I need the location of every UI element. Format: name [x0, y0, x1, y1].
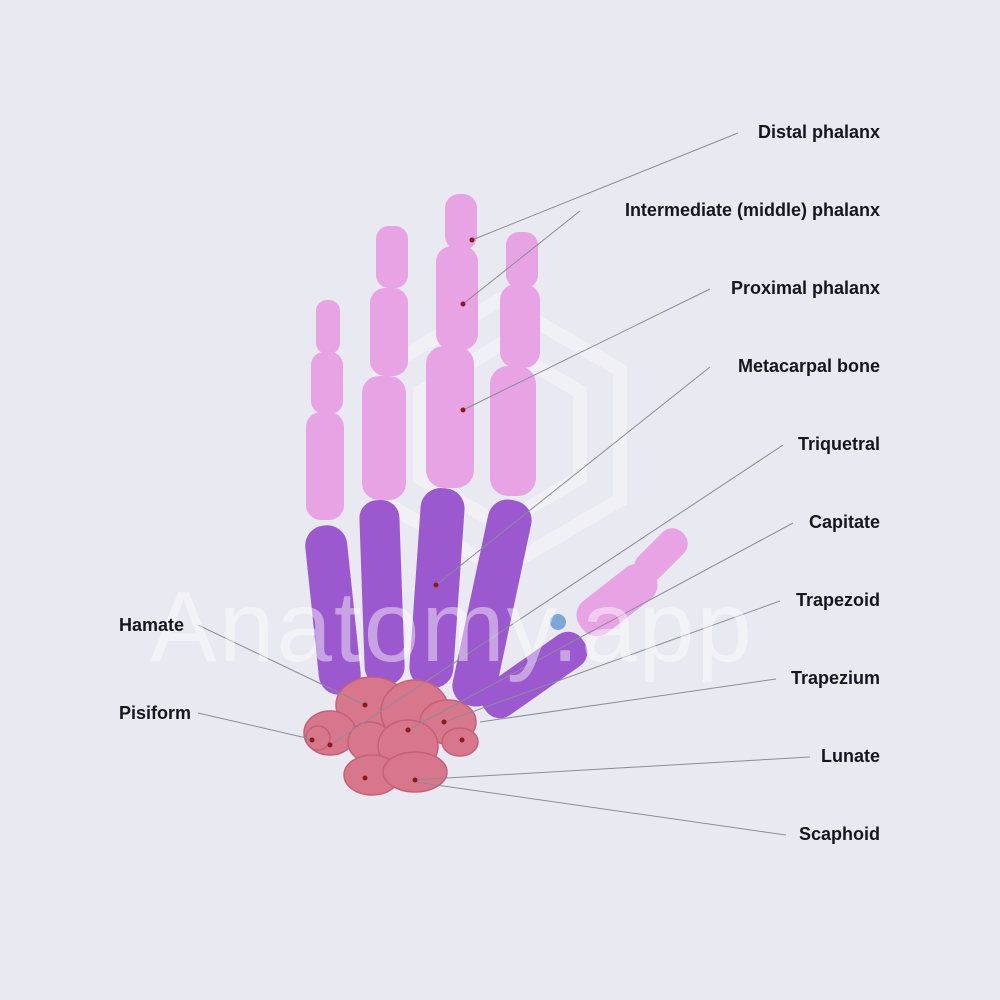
- label-capitate: Capitate: [808, 512, 880, 532]
- label-hamate: Hamate: [119, 615, 185, 635]
- metacarpal-bones: [305, 488, 588, 719]
- label-scaphoid: Scaphoid: [798, 824, 880, 844]
- carpal-bones: [303, 676, 479, 796]
- label-lunate: Lunate: [820, 746, 880, 766]
- phalanges: [306, 194, 688, 637]
- leader-lines: [197, 132, 811, 836]
- label-triquetral: Triquetral: [797, 434, 880, 454]
- label-trapezium: Trapezium: [790, 668, 880, 688]
- pointer-dots: [309, 237, 475, 783]
- label-distal-phalanx: Distal phalanx: [757, 122, 880, 142]
- label-pisiform: Pisiform: [119, 703, 192, 723]
- sesamoid-bone: [550, 614, 566, 630]
- label-intermediate-phalanx: Intermediate (middle) phalanx: [624, 200, 880, 220]
- watermark-text: Anatomy.app: [150, 571, 754, 683]
- label-trapezoid: Trapezoid: [795, 590, 880, 610]
- label-metacarpal-bone: Metacarpal bone: [737, 356, 880, 376]
- label-proximal-phalanx: Proximal phalanx: [730, 278, 880, 298]
